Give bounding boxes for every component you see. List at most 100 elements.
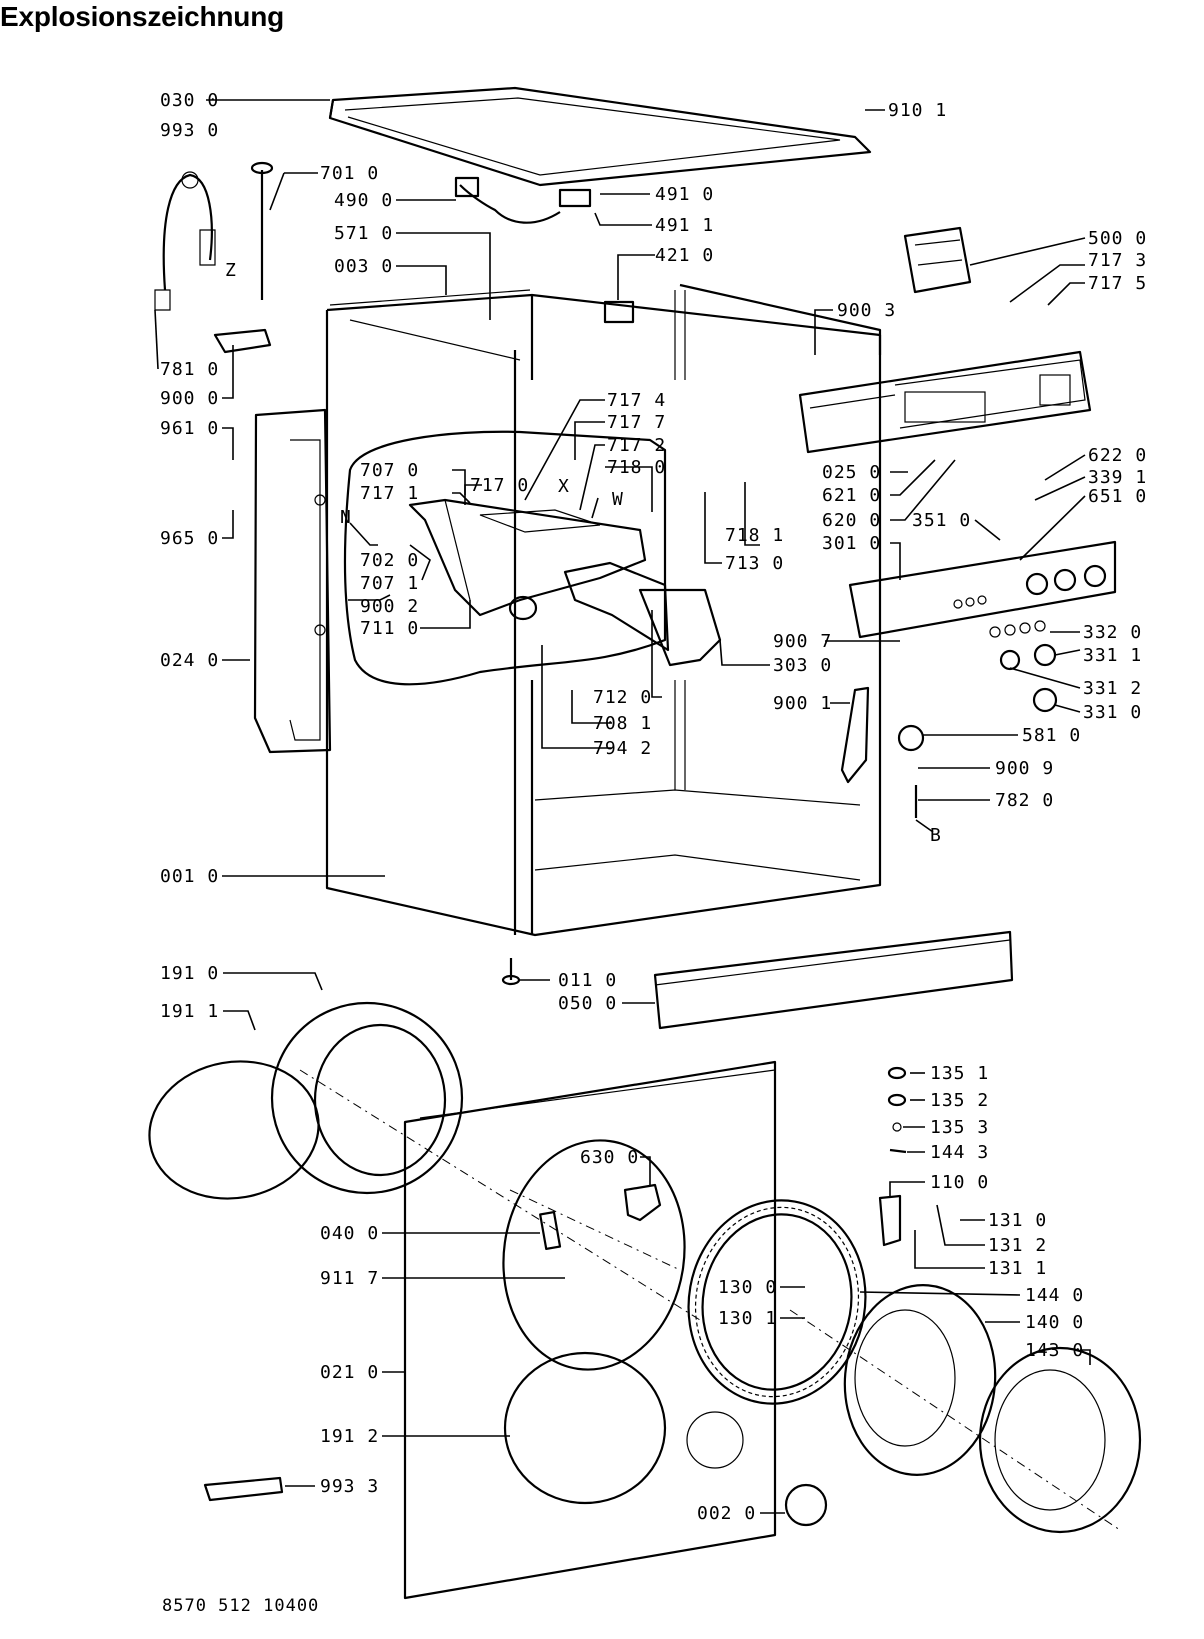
part-label: 421 0 xyxy=(655,245,714,266)
page-title: Explosionszeichnung xyxy=(0,1,285,32)
part-label: 717 7 xyxy=(607,412,666,433)
part-label: 040 0 xyxy=(320,1223,379,1244)
part-label: 571 0 xyxy=(334,223,393,244)
part-label: W xyxy=(612,489,624,510)
part-label: 191 2 xyxy=(320,1426,379,1447)
side-panel-024 xyxy=(253,408,332,754)
part-label: 581 0 xyxy=(1022,725,1081,746)
part-label: 717 3 xyxy=(1088,250,1147,271)
door-lock-630 xyxy=(623,1183,662,1222)
part-label: 900 0 xyxy=(160,388,219,409)
part-label: 712 0 xyxy=(593,687,652,708)
part-label: 717 1 xyxy=(360,483,419,504)
leader-lines xyxy=(154,99,1091,1514)
part-label: 965 0 xyxy=(160,528,219,549)
part-label: 717 0 xyxy=(470,475,529,496)
part-label: 144 0 xyxy=(1025,1285,1084,1306)
top-cover xyxy=(328,86,872,187)
pcb-500 xyxy=(903,226,972,294)
part-label: 900 3 xyxy=(837,300,896,321)
part-label: 143 0 xyxy=(1025,1340,1084,1361)
part-label: 011 0 xyxy=(558,970,617,991)
part-label: 781 0 xyxy=(160,359,219,380)
part-label: 993 0 xyxy=(160,120,219,141)
part-label: Z xyxy=(225,260,237,281)
tool-993-3 xyxy=(203,1476,284,1502)
door-bellow-191 xyxy=(148,1001,701,1321)
part-label: 331 1 xyxy=(1083,645,1142,666)
part-label: 131 0 xyxy=(988,1210,1047,1231)
part-label: 711 0 xyxy=(360,618,419,639)
part-label: 651 0 xyxy=(1088,486,1147,507)
part-label: 191 0 xyxy=(160,963,219,984)
part-label: 701 0 xyxy=(320,163,379,184)
hinge-040 xyxy=(539,1210,562,1251)
part-label: 030 0 xyxy=(160,90,219,111)
part-label: 135 3 xyxy=(930,1117,989,1138)
part-label: 131 2 xyxy=(988,1235,1047,1256)
control-fascia-301 xyxy=(848,540,1117,639)
part-label: 144 3 xyxy=(930,1142,989,1163)
part-labels: 030 0 993 0 701 0 490 0 571 0 003 0 781 … xyxy=(160,90,1147,1524)
part-label: 718 1 xyxy=(725,525,784,546)
part-label: 303 0 xyxy=(773,655,832,676)
part-label: X xyxy=(558,476,570,497)
part-label: 961 0 xyxy=(160,418,219,439)
part-label: 301 0 xyxy=(822,533,881,554)
part-label: 782 0 xyxy=(995,790,1054,811)
part-label: 130 1 xyxy=(718,1308,777,1329)
part-label: 135 2 xyxy=(930,1090,989,1111)
part-label: 025 0 xyxy=(822,462,881,483)
part-label: 707 0 xyxy=(360,460,419,481)
part-label: 717 5 xyxy=(1088,273,1147,294)
control-panel-025 xyxy=(798,350,1092,454)
part-label: 621 0 xyxy=(822,485,881,506)
filter-421 xyxy=(603,300,635,324)
part-label: 718 0 xyxy=(607,457,666,478)
door-ring-144 xyxy=(687,1199,867,1405)
part-label: 130 0 xyxy=(718,1277,777,1298)
part-label: 191 1 xyxy=(160,1001,219,1022)
part-label: N xyxy=(340,507,352,528)
part-label: 001 0 xyxy=(160,866,219,887)
part-label: 713 0 xyxy=(725,553,784,574)
part-label: 910 1 xyxy=(888,100,947,121)
part-label: 717 4 xyxy=(607,390,666,411)
part-label: 900 7 xyxy=(773,631,832,652)
part-label: 050 0 xyxy=(558,993,617,1014)
part-label: 717 2 xyxy=(607,435,666,456)
bracket-900-0 xyxy=(213,328,272,354)
part-label: 500 0 xyxy=(1088,228,1147,249)
hose-assembly-993 xyxy=(154,171,216,311)
part-label: 630 0 xyxy=(580,1147,639,1168)
part-label: 620 0 xyxy=(822,510,881,531)
part-label: 491 0 xyxy=(655,184,714,205)
part-label: 339 1 xyxy=(1088,467,1147,488)
detergent-drawer-housing xyxy=(408,498,722,667)
part-label: 135 1 xyxy=(930,1063,989,1084)
dispenser-detail-outline xyxy=(343,430,667,686)
cabinet-body xyxy=(325,283,882,937)
part-label: 622 0 xyxy=(1088,445,1147,466)
knobs xyxy=(989,620,1058,713)
part-label: 003 0 xyxy=(334,256,393,277)
front-panel-021 xyxy=(403,1060,777,1600)
part-label: 332 0 xyxy=(1083,622,1142,643)
mains-cable-490 xyxy=(454,176,592,224)
part-label: 900 2 xyxy=(360,596,419,617)
part-label: 708 1 xyxy=(593,713,652,734)
valve-701 xyxy=(250,161,274,300)
part-label: 702 0 xyxy=(360,550,419,571)
part-label: B xyxy=(930,825,942,846)
part-label: 900 9 xyxy=(995,758,1054,779)
door-frame-143 xyxy=(789,1309,1142,1534)
pressure-switch-581 xyxy=(897,724,925,818)
part-label: 993 3 xyxy=(320,1476,379,1497)
part-label: 140 0 xyxy=(1025,1312,1084,1333)
part-label: 131 1 xyxy=(988,1258,1047,1279)
part-label: 024 0 xyxy=(160,650,219,671)
part-label: 491 1 xyxy=(655,215,714,236)
part-label: 331 2 xyxy=(1083,678,1142,699)
part-label: 021 0 xyxy=(320,1362,379,1383)
